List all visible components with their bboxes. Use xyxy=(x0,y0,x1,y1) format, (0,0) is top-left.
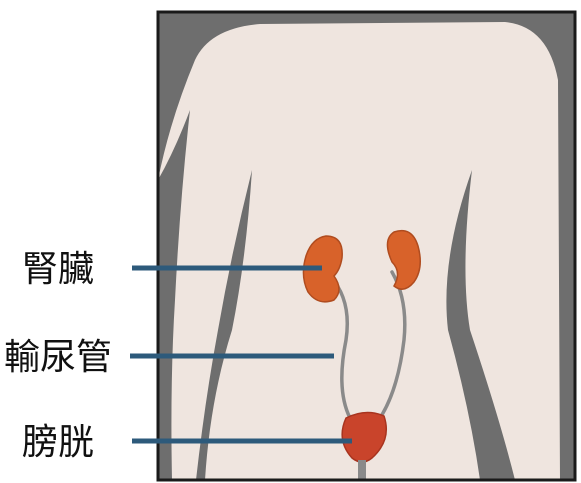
kidney-label: 腎臟 xyxy=(22,249,94,290)
ureter-label: 輸尿管 xyxy=(4,337,112,378)
illustration-panel xyxy=(158,12,575,480)
torso-silhouette xyxy=(158,22,560,480)
bladder-label: 膀胱 xyxy=(22,422,94,463)
urethra xyxy=(358,460,366,480)
labels: 腎臟 輸尿管 膀胱 xyxy=(4,249,112,463)
